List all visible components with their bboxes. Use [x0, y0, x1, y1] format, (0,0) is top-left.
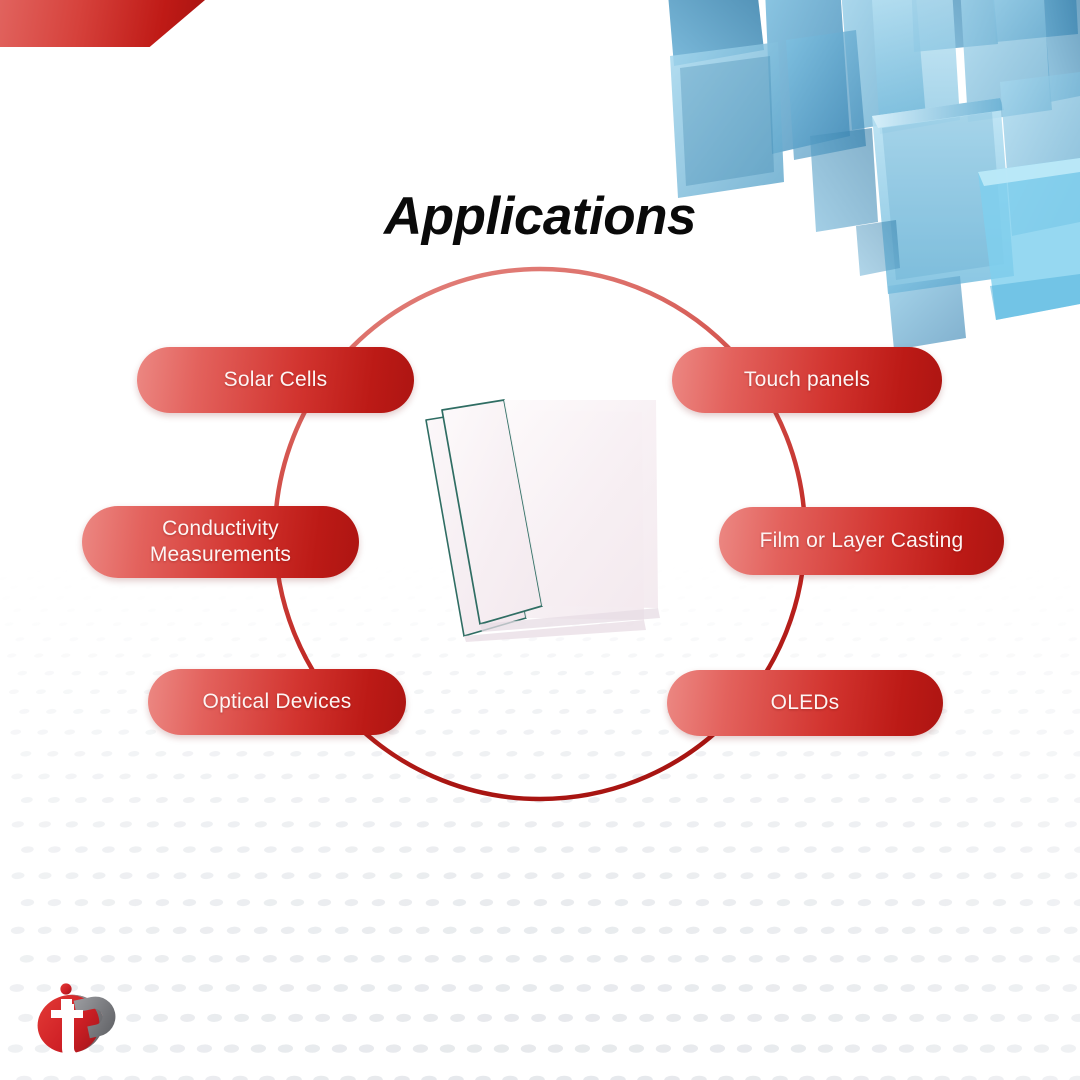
- pill-oleds[interactable]: OLEDs: [667, 670, 943, 736]
- pill-touch-panels-label: Touch panels: [743, 368, 871, 392]
- pill-conductivity-measurements-label: Conductivity Measurements: [150, 516, 291, 567]
- company-logo[interactable]: [18, 962, 122, 1066]
- pill-conductivity-measurements[interactable]: Conductivity Measurements: [82, 506, 359, 578]
- pill-oleds-label: OLEDs: [770, 691, 840, 715]
- stacked-film-sheets: [425, 399, 660, 642]
- pill-touch-panels[interactable]: Touch panels: [672, 347, 942, 413]
- pill-conductivity-line2: Measurements: [149, 543, 292, 566]
- page-title: Applications: [383, 187, 697, 246]
- red-angled-banner: [0, 0, 205, 47]
- pill-optical-devices-label: Optical Devices: [202, 690, 352, 714]
- pill-optical-devices[interactable]: Optical Devices: [148, 669, 406, 735]
- pill-film-or-layer-casting[interactable]: Film or Layer Casting: [719, 507, 1004, 575]
- pill-film-or-layer-casting-label: Film or Layer Casting: [759, 529, 964, 553]
- pill-conductivity-line1: Conductivity: [162, 517, 279, 541]
- pill-solar-cells[interactable]: Solar Cells: [137, 347, 414, 413]
- pill-solar-cells-label: Solar Cells: [223, 368, 328, 392]
